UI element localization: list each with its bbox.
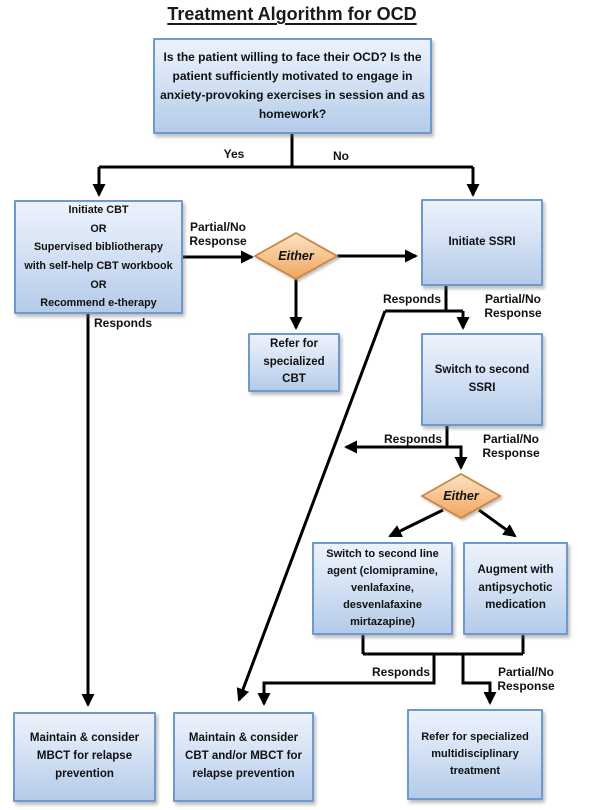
edge-label-responds-3: Responds <box>383 432 443 446</box>
connector-responds-diagonal <box>236 310 387 702</box>
connector-segments <box>99 134 525 656</box>
edge-label-responds-4: Responds <box>371 665 431 679</box>
node-augment-antipsychotic: Augment with antipsychotic medication <box>463 542 568 635</box>
node-second-line-agent: Switch to second line agent (clomipramin… <box>312 542 453 635</box>
node-refer-specialized-cbt: Refer for specialized CBT <box>248 333 340 392</box>
node-maintain-cbt-mbct: Maintain & consider CBT and/or MBCT for … <box>173 712 314 802</box>
node-switch-second-ssri: Switch to second SSRI <box>421 333 543 426</box>
connector-partialno-to-refer-multi <box>461 654 497 705</box>
decision-diamond-1 <box>253 231 339 281</box>
edge-label-partial-no-response-2: Partial/No Response <box>484 292 542 321</box>
node-initiate-ssri: Initiate SSRI <box>421 199 543 286</box>
node-maintain-mbct: Maintain & consider MBCT for relapse pre… <box>13 712 156 802</box>
decision-either-2-label: Either <box>443 489 479 503</box>
page-title: Treatment Algorithm for OCD <box>167 4 417 24</box>
edge-label-yes: Yes <box>223 147 245 161</box>
node-question: Is the patient willing to face their OCD… <box>153 38 432 134</box>
edge-label-responds-2: Responds <box>382 292 442 306</box>
connector-either2-to-second-line <box>388 508 444 538</box>
edge-label-responds-1: Responds <box>93 316 153 330</box>
node-refer-multidisciplinary: Refer for specialized multidisciplinary … <box>407 709 543 800</box>
connector-either2-to-augment <box>478 508 517 538</box>
edge-label-no: No <box>333 149 349 163</box>
decision-diamond-2 <box>420 472 502 520</box>
connector-responds-to-maintain <box>257 654 436 706</box>
connector-second-ssri-to-either2 <box>447 445 468 470</box>
edge-label-partial-no-response-4: Partial/No Response <box>497 665 555 694</box>
edge-label-partial-no-response-1: Partial/No Response <box>189 220 247 249</box>
node-initiate-cbt: Initiate CBT OR Supervised bibliotherapy… <box>14 200 183 314</box>
decision-either-1-label: Either <box>278 249 314 263</box>
edge-label-partial-no-response-3: Partial/No Response <box>482 432 540 461</box>
